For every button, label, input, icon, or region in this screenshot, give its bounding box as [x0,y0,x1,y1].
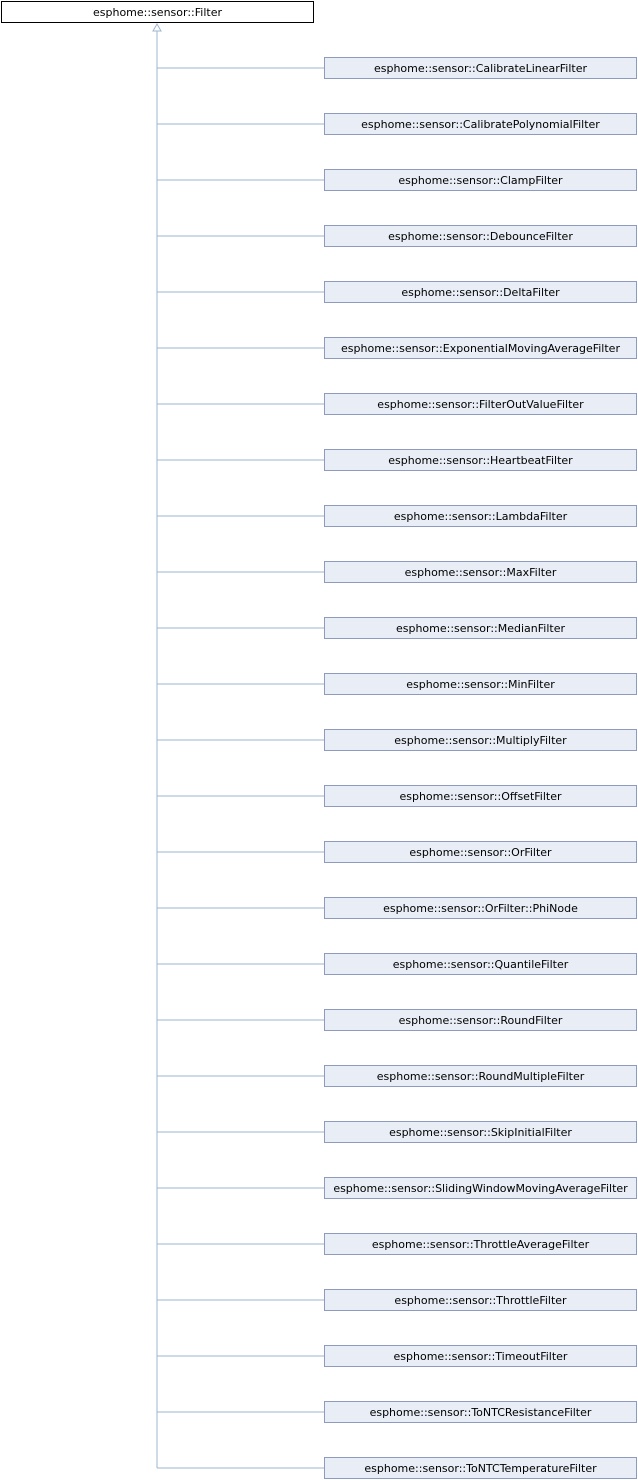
derived-class-box [324,1009,637,1031]
derived-class-node[interactable]: esphome::sensor::MedianFilter [324,617,637,639]
derived-class-label: esphome::sensor::OffsetFilter [399,790,562,803]
derived-class-label: esphome::sensor::CalibrateLinearFilter [374,62,588,75]
derived-class-node[interactable]: esphome::sensor::ThrottleFilter [324,1289,637,1311]
derived-class-label: esphome::sensor::ClampFilter [398,174,563,187]
derived-class-box [324,897,637,919]
derived-class-node[interactable]: esphome::sensor::CalibrateLinearFilter [324,57,637,79]
derived-class-node[interactable]: esphome::sensor::ThrottleAverageFilter [324,1233,637,1255]
derived-class-box [324,449,637,471]
derived-class-label: esphome::sensor::DebounceFilter [388,230,573,243]
derived-class-label: esphome::sensor::HeartbeatFilter [388,454,573,467]
derived-class-box [324,841,637,863]
derived-class-node[interactable]: esphome::sensor::DebounceFilter [324,225,637,247]
derived-class-box [324,673,637,695]
derived-class-label: esphome::sensor::QuantileFilter [393,958,569,971]
derived-class-label: esphome::sensor::MaxFilter [405,566,557,579]
derived-class-node[interactable]: esphome::sensor::FilterOutValueFilter [324,393,637,415]
derived-class-box [324,505,637,527]
derived-class-nodes: esphome::sensor::CalibrateLinearFilteres… [324,57,637,1479]
derived-class-node[interactable]: esphome::sensor::MinFilter [324,673,637,695]
derived-class-label: esphome::sensor::MinFilter [406,678,555,691]
derived-class-label: esphome::sensor::ExponentialMovingAverag… [341,342,620,355]
derived-class-box [324,169,637,191]
base-class-box [1,1,314,23]
derived-class-box [324,281,637,303]
derived-class-box [324,617,637,639]
derived-class-box [324,1177,637,1199]
derived-class-node[interactable]: esphome::sensor::MaxFilter [324,561,637,583]
derived-class-box [324,1121,637,1143]
derived-class-node[interactable]: esphome::sensor::OrFilter [324,841,637,863]
derived-class-label: esphome::sensor::DeltaFilter [401,286,560,299]
derived-class-box [324,337,637,359]
derived-class-node[interactable]: esphome::sensor::RoundMultipleFilter [324,1065,637,1087]
derived-class-box [324,1457,637,1479]
derived-class-node[interactable]: esphome::sensor::MultiplyFilter [324,729,637,751]
derived-class-node[interactable]: esphome::sensor::TimeoutFilter [324,1345,637,1367]
derived-class-box [324,1233,637,1255]
derived-class-label: esphome::sensor::RoundFilter [399,1014,563,1027]
inheritance-arrowhead [152,22,162,32]
derived-class-box [324,113,637,135]
derived-class-node[interactable]: esphome::sensor::ClampFilter [324,169,637,191]
derived-class-node[interactable]: esphome::sensor::ExponentialMovingAverag… [324,337,637,359]
derived-class-box [324,1401,637,1423]
derived-class-node[interactable]: esphome::sensor::OrFilter::PhiNode [324,897,637,919]
derived-class-label: esphome::sensor::FilterOutValueFilter [377,398,584,411]
derived-class-label: esphome::sensor::ThrottleAverageFilter [372,1238,590,1251]
derived-class-node[interactable]: esphome::sensor::DeltaFilter [324,281,637,303]
derived-class-node[interactable]: esphome::sensor::CalibratePolynomialFilt… [324,113,637,135]
base-class-node[interactable]: esphome::sensor::Filter [1,1,314,23]
derived-class-node[interactable]: esphome::sensor::ToNTCResistanceFilter [324,1401,637,1423]
derived-class-label: esphome::sensor::OrFilter::PhiNode [383,902,578,915]
derived-class-node[interactable]: esphome::sensor::SkipInitialFilter [324,1121,637,1143]
derived-class-box [324,729,637,751]
derived-class-box [324,393,637,415]
inheritance-edges [152,22,324,1469]
derived-class-node[interactable]: esphome::sensor::HeartbeatFilter [324,449,637,471]
derived-class-box [324,1065,637,1087]
derived-class-box [324,1345,637,1367]
derived-class-label: esphome::sensor::CalibratePolynomialFilt… [361,118,600,131]
derived-class-node[interactable]: esphome::sensor::LambdaFilter [324,505,637,527]
derived-class-label: esphome::sensor::ToNTCTemperatureFilter [364,1462,597,1475]
derived-class-box [324,225,637,247]
derived-class-box [324,57,637,79]
derived-class-node[interactable]: esphome::sensor::ToNTCTemperatureFilter [324,1457,637,1479]
derived-class-node[interactable]: esphome::sensor::OffsetFilter [324,785,637,807]
derived-class-label: esphome::sensor::MedianFilter [396,622,565,635]
base-class-label: esphome::sensor::Filter [93,6,222,19]
derived-class-label: esphome::sensor::MultiplyFilter [394,734,567,747]
derived-class-box [324,785,637,807]
derived-class-label: esphome::sensor::ToNTCResistanceFilter [370,1406,592,1419]
derived-class-box [324,1289,637,1311]
derived-class-node[interactable]: esphome::sensor::RoundFilter [324,1009,637,1031]
derived-class-node[interactable]: esphome::sensor::QuantileFilter [324,953,637,975]
derived-class-label: esphome::sensor::SkipInitialFilter [389,1126,572,1139]
derived-class-box [324,953,637,975]
derived-class-label: esphome::sensor::ThrottleFilter [394,1294,567,1307]
derived-class-node[interactable]: esphome::sensor::SlidingWindowMovingAver… [324,1177,637,1199]
derived-class-label: esphome::sensor::RoundMultipleFilter [377,1070,585,1083]
derived-class-box [324,561,637,583]
derived-class-label: esphome::sensor::LambdaFilter [394,510,568,523]
derived-class-label: esphome::sensor::TimeoutFilter [394,1350,568,1363]
derived-class-label: esphome::sensor::SlidingWindowMovingAver… [333,1182,628,1195]
derived-class-label: esphome::sensor::OrFilter [409,846,552,859]
